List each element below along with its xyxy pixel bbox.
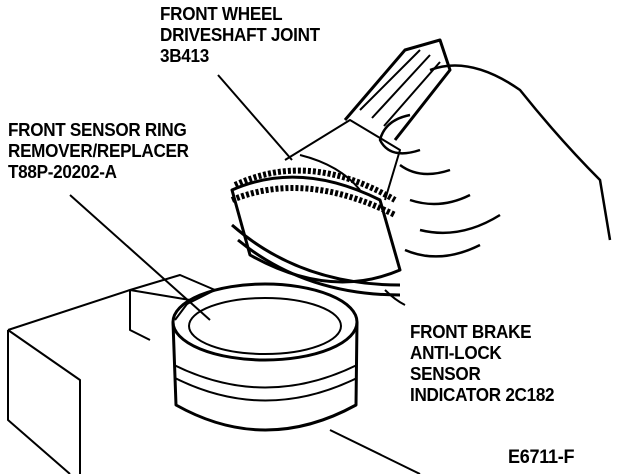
label-line: FRONT SENSOR RING <box>8 120 187 140</box>
label-sensor-indicator: FRONT BRAKE ANTI-LOCK SENSOR INDICATOR 2… <box>410 322 555 406</box>
joint-lower-ring <box>231 223 401 297</box>
leader-tool <box>69 194 211 321</box>
figure-id: E6711-F <box>508 447 575 468</box>
bench-block <box>7 289 421 474</box>
label-line: REMOVER/REPLACER <box>8 141 189 161</box>
joint-neck <box>284 119 401 201</box>
ring-tool-body <box>171 321 359 432</box>
label-line: FRONT WHEEL <box>160 4 283 24</box>
leader-joint <box>217 74 293 161</box>
ring-tool-groove <box>173 364 358 402</box>
ring-tool-top <box>171 282 359 362</box>
label-line: FRONT BRAKE <box>410 322 532 342</box>
label-line: DRIVESHAFT JOINT <box>160 25 320 45</box>
hand <box>378 64 612 258</box>
splined-shaft <box>343 38 452 141</box>
support-block <box>129 274 216 341</box>
label-line: 3B413 <box>160 46 209 66</box>
label-line: SENSOR <box>410 364 481 384</box>
leader-indicator <box>384 289 406 306</box>
label-driveshaft-joint: FRONT WHEEL DRIVESHAFT JOINT 3B413 <box>160 4 320 67</box>
sensor-ring-teeth <box>230 167 397 218</box>
label-line: INDICATOR 2C182 <box>410 385 555 405</box>
label-sensor-ring-tool: FRONT SENSOR RING REMOVER/REPLACER T88P-… <box>8 120 189 183</box>
label-line: ANTI-LOCK <box>410 343 502 363</box>
ring-tool-inner <box>188 297 342 355</box>
label-line: T88P-20202-A <box>8 162 117 182</box>
